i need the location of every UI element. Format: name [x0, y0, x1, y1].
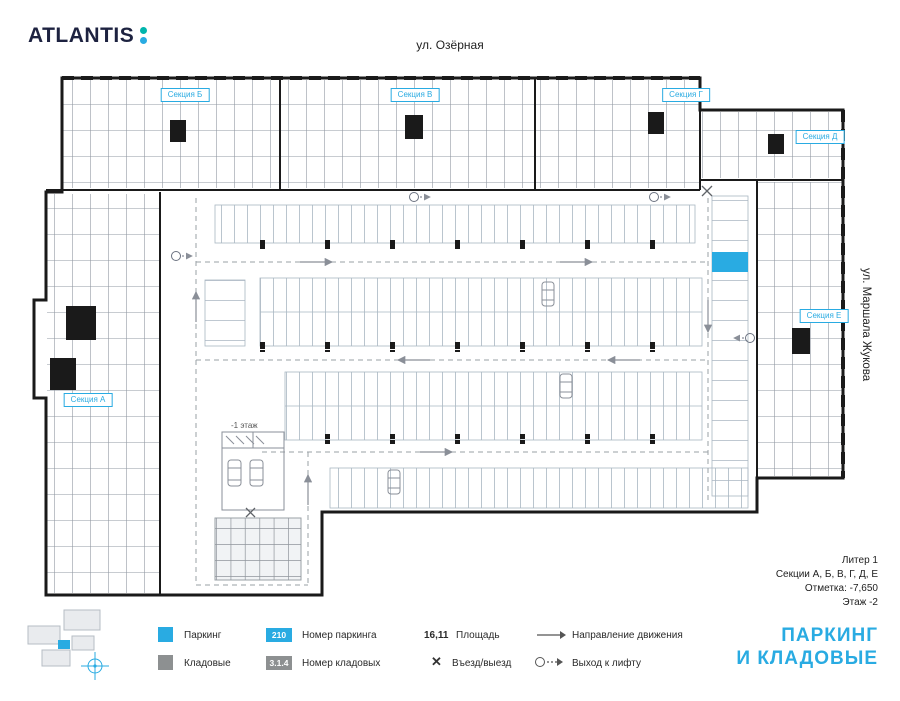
logo-dots-icon: [140, 27, 148, 44]
section-label-e: Секция Е: [799, 309, 849, 323]
legend-entry-label: Въезд/выезд: [452, 658, 512, 669]
plan-walls: [32, 76, 845, 597]
drive-lanes: [195, 198, 709, 586]
legend-lift-exit-icon: [535, 657, 563, 667]
title-sections: Секции А, Б, В, Г, Д, Е: [775, 569, 878, 580]
elevator-cores: [50, 112, 810, 390]
legend-direction-arrow-icon: [537, 631, 566, 639]
thumbnail-highlight-building: [58, 640, 70, 649]
lift-exit-symbols: [171, 192, 755, 343]
legend-lift-exit-label: Выход к лифту: [572, 658, 641, 669]
section-label-d: Секция Д: [795, 130, 845, 144]
legend-storage-swatch: [158, 655, 173, 670]
title-liter: Литер 1: [841, 555, 878, 566]
legend-parking-label: Паркинг: [184, 630, 222, 641]
title-floor: Этаж -2: [842, 597, 878, 608]
logo-dot-teal-icon: [140, 27, 148, 34]
logo-text: ATLANTIS: [28, 24, 135, 47]
legend-storage-number-sample: 3.1.4: [266, 656, 292, 670]
parking-stall-bands: [204, 195, 749, 509]
street-label-right: ул. Маршала Жукова: [860, 268, 872, 382]
title-mark: Отметка: -7,650: [804, 583, 878, 594]
storage-grid: [214, 517, 302, 581]
ramp-area: [221, 431, 285, 511]
site-plan-thumbnail: [27, 609, 109, 680]
atlantis-logo: ATLANTIS: [28, 24, 148, 48]
title-block: Литер 1 Секции А, Б, В, Г, Д, Е Отметка:…: [776, 554, 878, 610]
street-label-top: ул. Озёрная: [416, 38, 484, 52]
logo-dot-blue-icon: [140, 37, 148, 44]
legend-area-value: 16,11: [424, 630, 449, 641]
ramp-floor-label: -1 этаж: [231, 421, 258, 430]
section-label-b: Секция Б: [160, 88, 210, 102]
compass-icon: [81, 652, 109, 680]
legend-parking-swatch: [158, 627, 173, 642]
entrance-x-symbols: [245, 185, 713, 518]
legend-area-label: Площадь: [456, 630, 500, 641]
legend-parking-number-sample: 210: [266, 628, 292, 642]
section-label-a: Секция А: [63, 393, 113, 407]
direction-arrows: [191, 257, 713, 505]
section-label-v: Секция В: [390, 88, 440, 102]
legend-parking-number-label: Номер паркинга: [302, 630, 377, 641]
car-icons: [227, 281, 573, 495]
selected-parking-stall[interactable]: [712, 252, 748, 272]
section-label-g: Секция Г: [662, 88, 710, 102]
legend-storage-label: Кладовые: [184, 658, 231, 669]
room-grid-bands: [47, 80, 842, 593]
page-title-line1: ПАРКИНГ: [781, 625, 878, 646]
legend-direction-label: Направление движения: [572, 630, 683, 641]
legend-storage-number-label: Номер кладовых: [302, 658, 381, 669]
page-title: ПАРКИНГ И КЛАДОВЫЕ: [736, 624, 878, 670]
page-title-line2: И КЛАДОВЫЕ: [736, 648, 878, 669]
structural-columns: [238, 240, 703, 444]
legend-entry-icon: ✕: [431, 654, 442, 669]
